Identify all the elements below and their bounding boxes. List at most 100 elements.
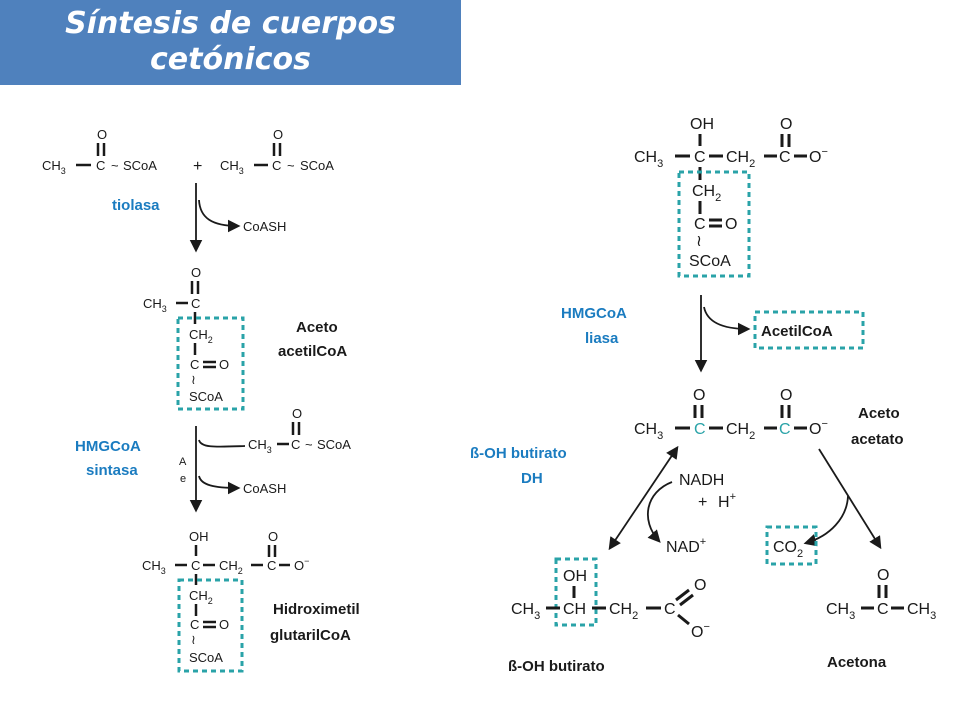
atom-c: C	[694, 149, 706, 166]
enzyme-bdh-line-2: DH	[521, 470, 543, 487]
acetoacetyl-coa-molecule: O CH3 C CH2 C O ≀ SCoA	[143, 265, 245, 411]
coash-label-1: CoASH	[243, 219, 286, 234]
atom-o: O	[292, 406, 302, 421]
atom-c: C	[191, 296, 200, 311]
nadh-nad-arrow	[646, 481, 673, 543]
plus-label: +	[698, 494, 707, 511]
title-line-1: Síntesis de cuerpos	[65, 6, 396, 41]
atom-o-minus: O−	[809, 146, 828, 166]
acetylcoa-highlight-box	[753, 310, 865, 350]
acetyl-coa-molecule-1: O CH3 C ~ SCoA	[42, 127, 157, 176]
co2-release-arrow	[803, 495, 849, 547]
acetyl-coa-molecule-2: O CH3 C ~ SCoA	[220, 127, 334, 176]
thioester-wavy: ≀	[696, 233, 702, 250]
atom-o: O	[780, 116, 792, 133]
title-line-2: cetónicos	[150, 42, 311, 77]
atom-scoa: SCoA	[189, 389, 223, 404]
side-letter-a: A	[179, 456, 187, 468]
hmgcoa-right-highlight-box	[677, 170, 751, 278]
atom-ch2: CH2	[726, 421, 755, 442]
atom-ch3: CH3	[634, 421, 663, 442]
thioester-tilde: ~	[287, 158, 295, 173]
atom-c: C	[190, 617, 199, 632]
acetoacetyl-highlight-box	[176, 316, 245, 411]
atom-c: C	[664, 601, 676, 618]
atom-c: C	[694, 216, 706, 233]
atom-ch3: CH3	[907, 601, 936, 622]
atom-scoa: SCoA	[123, 158, 157, 173]
thioester-wavy: ≀	[191, 632, 196, 647]
atom-scoa: SCoA	[317, 437, 351, 452]
atom-o: O	[693, 387, 705, 404]
title-banner: Síntesis de cuerpos cetónicos	[0, 0, 461, 85]
enzyme-hmgcoa-sintasa-line-1: HMGCoA	[75, 438, 141, 455]
atom-ch2: CH2	[219, 558, 243, 576]
atom-o: O	[97, 127, 107, 142]
label-acetoacetato-line-2: acetato	[851, 431, 904, 448]
atom-scoa: SCoA	[189, 650, 223, 665]
atom-ch3: CH3	[634, 149, 663, 170]
atom-ch2: CH2	[692, 183, 721, 204]
atom-o: O	[877, 567, 889, 584]
acetone-molecule: O CH3 C CH3	[826, 567, 936, 622]
label-acetoacetilcoa-line-1: Aceto	[296, 319, 338, 336]
atom-c: C	[190, 357, 199, 372]
hmgcoa-left-highlight-box	[177, 578, 244, 673]
decarboxylation-arrow	[818, 448, 882, 550]
atom-ch3: CH3	[220, 158, 244, 176]
atom-o-minus: O−	[294, 556, 309, 573]
atom-scoa: SCoA	[300, 158, 334, 173]
atom-scoa: SCoA	[689, 253, 731, 270]
enzyme-hmgcoa-liasa-line-1: HMGCoA	[561, 305, 627, 322]
atom-o-minus: O−	[809, 418, 828, 438]
coash-release-arrow-1	[198, 199, 241, 233]
atom-oh: OH	[189, 529, 209, 544]
atom-o: O	[191, 265, 201, 280]
label-boh-butirato: ß-OH butirato	[508, 658, 605, 675]
co2-label: CO2	[773, 539, 803, 560]
label-acetilcoa: AcetilCoA	[761, 323, 833, 340]
acetoacetate-molecule: O O CH3 C CH2 C O−	[634, 387, 828, 442]
label-acetona: Acetona	[827, 654, 887, 671]
atom-o-minus: O−	[691, 621, 710, 641]
acetyl-coa-molecule-3: O CH3 C ~ SCoA	[248, 406, 351, 455]
atom-c: C	[291, 437, 300, 452]
beta-hydroxybutyrate-molecule: OH CH3 CH CH2 C O O−	[511, 557, 710, 641]
atom-o: O	[219, 357, 229, 372]
side-letter-e: e	[180, 473, 186, 485]
thioester-wavy: ≀	[191, 372, 196, 387]
bdh-reversible-arrow	[608, 445, 679, 551]
plus-sign: +	[193, 158, 202, 175]
atom-ch3: CH3	[511, 601, 540, 622]
atom-c-highlighted: C	[779, 421, 791, 438]
atom-ch2: CH2	[726, 149, 755, 170]
atom-c: C	[779, 149, 791, 166]
atom-o: O	[694, 577, 706, 594]
atom-ch3: CH3	[826, 601, 855, 622]
atom-ch: CH	[563, 601, 586, 618]
enzyme-tiolasa: tiolasa	[112, 197, 160, 214]
coash-release-arrow-2	[198, 475, 241, 495]
atom-ch3: CH3	[248, 437, 272, 455]
acetyl-coa-release-arrow	[703, 306, 751, 336]
atom-ch3: CH3	[143, 296, 167, 314]
acetyl-coa-input-arrow	[198, 439, 246, 448]
atom-c: C	[191, 558, 200, 573]
h-plus-label: H+	[718, 491, 736, 511]
atom-o: O	[725, 216, 737, 233]
label-hmgcoa-line-2: glutarilCoA	[270, 627, 351, 644]
enzyme-hmgcoa-liasa-line-2: liasa	[585, 330, 619, 347]
atom-ch2: CH2	[189, 588, 213, 606]
atom-o: O	[273, 127, 283, 142]
atom-ch2: CH2	[609, 601, 638, 622]
atom-oh: OH	[690, 116, 714, 133]
nadh-label: NADH	[679, 472, 724, 489]
label-acetoacetilcoa-line-2: acetilCoA	[278, 343, 347, 360]
thioester-tilde: ~	[305, 437, 313, 452]
atom-ch3: CH3	[42, 158, 66, 176]
atom-ch3: CH3	[142, 558, 166, 576]
coash-label-2: CoASH	[243, 481, 286, 496]
co2-highlight-box	[765, 525, 818, 566]
atom-o: O	[780, 387, 792, 404]
